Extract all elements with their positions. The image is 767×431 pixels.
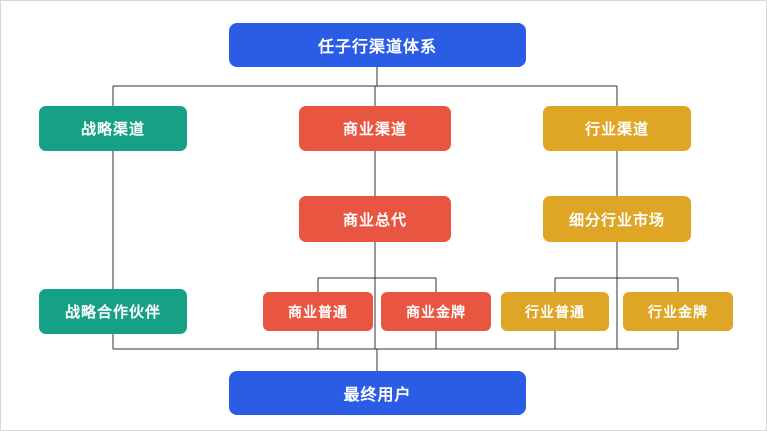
node-root: 任子行渠道体系 [229,23,526,67]
node-commercial-normal: 商业普通 [263,292,373,331]
node-commercial-gold-label: 商业金牌 [406,303,466,320]
node-strategic-channel: 战略渠道 [39,106,187,151]
node-strategic-partner-label: 战略合作伙伴 [64,304,161,321]
node-industry-normal: 行业普通 [501,292,609,331]
node-strategic-partner: 战略合作伙伴 [39,289,187,334]
node-end-user: 最终用户 [229,371,526,415]
node-strategic-channel-label: 战略渠道 [80,121,145,138]
node-industry-gold-label: 行业金牌 [648,303,708,320]
node-commercial-channel-label: 商业渠道 [342,121,407,138]
node-end-user-label: 最终用户 [343,387,412,404]
node-industry-normal-label: 行业普通 [525,303,585,320]
node-industry-channel-label: 行业渠道 [584,121,649,138]
node-root-label: 任子行渠道体系 [317,39,437,56]
node-commercial-channel: 商业渠道 [299,106,451,151]
node-industry-market-label: 细分行业市场 [568,211,665,229]
node-industry-channel: 行业渠道 [543,106,691,151]
node-commercial-gold: 商业金牌 [381,292,491,331]
node-commercial-agent-label: 商业总代 [342,211,407,229]
node-industry-gold: 行业金牌 [623,292,733,331]
node-industry-market: 细分行业市场 [543,196,691,242]
node-commercial-normal-label: 商业普通 [288,303,348,320]
node-commercial-agent: 商业总代 [299,196,451,242]
